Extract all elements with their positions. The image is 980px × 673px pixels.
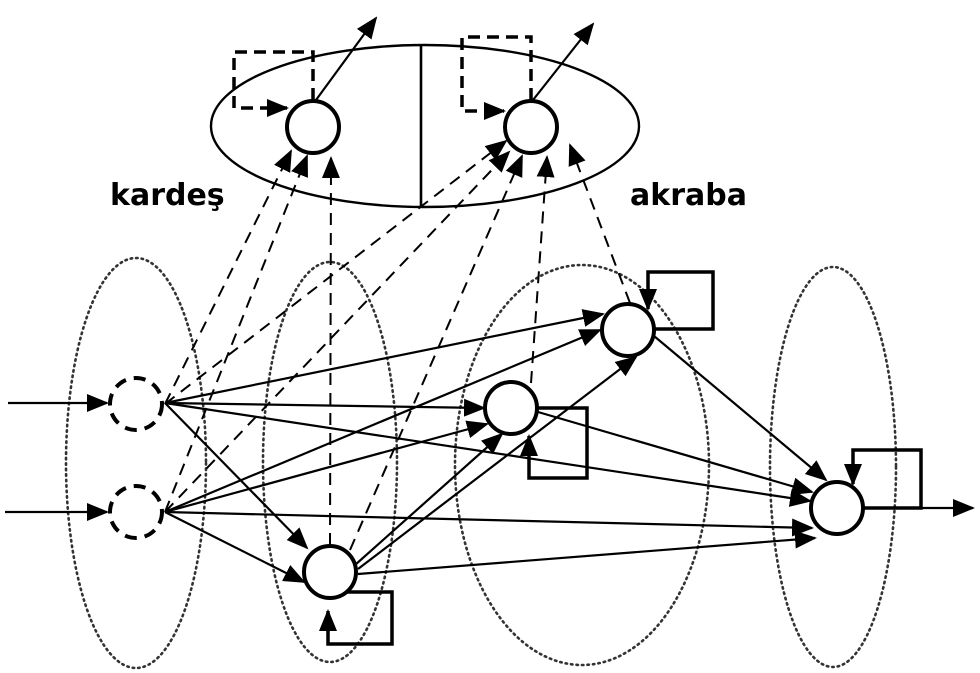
- output-node: [809, 480, 865, 536]
- candidate-link: [349, 154, 523, 551]
- self-loop-h1: [319, 590, 394, 646]
- candidate-node-akraba: [503, 99, 559, 155]
- connection: [164, 402, 309, 550]
- network-connections: [5, 309, 975, 583]
- self-loop-h3: [639, 270, 715, 331]
- input-node-1: [108, 376, 164, 432]
- layer-output-outline: [768, 265, 898, 669]
- candidate-connections: [164, 139, 631, 551]
- connection: [537, 410, 814, 496]
- label-kardes: kardeş: [110, 178, 225, 213]
- layer-input-outline: [64, 256, 208, 670]
- hidden-node-2: [483, 380, 539, 436]
- candidate-link: [164, 139, 508, 405]
- connection: [164, 328, 602, 514]
- layer-hidden2-outline: [453, 263, 711, 667]
- candidate-link: [530, 155, 555, 384]
- connection: [354, 432, 504, 566]
- layer-outlines: [64, 256, 898, 670]
- candidate-pool: [209, 43, 641, 209]
- self-loop-h2: [520, 406, 589, 480]
- connection: [653, 335, 828, 482]
- connection: [164, 309, 605, 405]
- nodes: [108, 99, 865, 600]
- connection: [357, 530, 817, 576]
- candidate-output-arrow-akraba: [532, 22, 595, 101]
- label-akraba: akraba: [630, 178, 747, 213]
- candidate-link: [164, 149, 292, 405]
- candidate-link: [568, 143, 631, 304]
- candidate-output-arrow-kardes: [315, 16, 378, 101]
- self-loop-akraba: [460, 35, 533, 120]
- self-loop-kardes: [232, 50, 315, 117]
- connection: [357, 355, 638, 570]
- candidate-link: [164, 154, 308, 513]
- connection: [164, 420, 489, 514]
- candidate-link: [321, 156, 340, 546]
- connection: [164, 398, 486, 417]
- candidate-node-kardes: [285, 99, 341, 155]
- self-loop-out: [844, 448, 923, 510]
- candidate-link: [164, 150, 511, 513]
- self-loops: [232, 35, 923, 646]
- candidate-pool-outline: [209, 43, 641, 209]
- connection: [164, 510, 814, 537]
- connection: [164, 511, 306, 583]
- hidden-node-1: [302, 544, 358, 600]
- layer-hidden1-outline: [261, 260, 399, 664]
- input-node-2: [108, 484, 164, 540]
- hidden-node-3: [600, 302, 656, 358]
